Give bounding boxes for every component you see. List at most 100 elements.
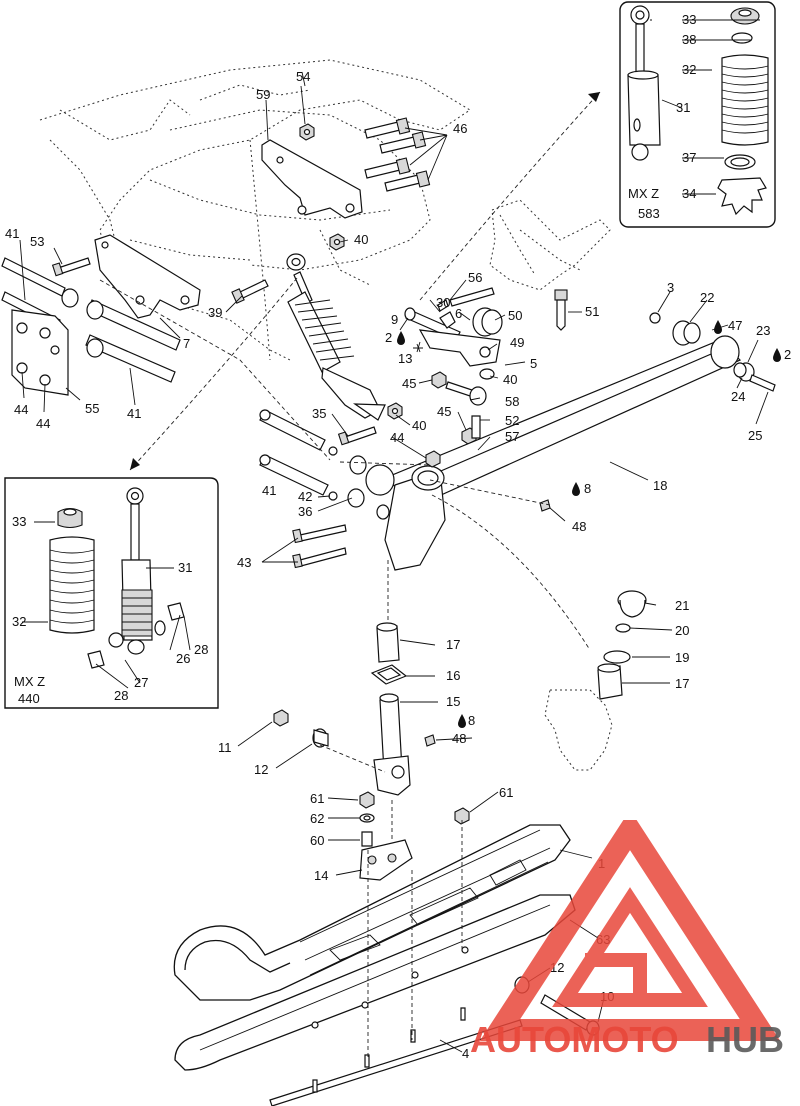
callout-57: 57 xyxy=(505,429,519,444)
a-arm-right-hardware xyxy=(649,312,776,392)
callout-31-inset440: 31 xyxy=(178,560,192,575)
nut-11-washer-12 xyxy=(273,709,329,748)
callout-40-lower: 40 xyxy=(412,418,426,433)
callout-32-inset440: 32 xyxy=(12,614,26,629)
callout-55: 55 xyxy=(85,401,99,416)
frame-bracket xyxy=(261,139,363,219)
callout-13: 13 xyxy=(398,351,412,366)
callout-44-center: 44 xyxy=(390,430,404,445)
callout-61-right: 61 xyxy=(499,785,513,800)
nut-40-upper xyxy=(329,233,345,251)
a-arm xyxy=(347,335,742,571)
callout-50: 50 xyxy=(508,308,522,323)
inset-583-model: MX Z xyxy=(628,186,659,201)
carbide-runner xyxy=(269,1007,523,1106)
ski-mount-hardware xyxy=(359,791,470,847)
drop-icon xyxy=(773,348,781,362)
suspension-bracket xyxy=(94,234,201,319)
spindle-parts xyxy=(370,622,411,796)
spindle-detail xyxy=(544,590,647,771)
callout-53: 53 xyxy=(30,234,44,249)
callout-31-inset583: 31 xyxy=(676,100,690,115)
callout-38-inset583: 38 xyxy=(682,32,696,47)
tubes-41-center xyxy=(259,409,329,496)
callout-25: 25 xyxy=(748,428,762,443)
callout-20: 20 xyxy=(675,623,689,638)
callout-15: 15 xyxy=(446,694,460,709)
callout-24: 24 xyxy=(731,389,745,404)
automotohub-watermark: AUTOMOTO HUB xyxy=(470,820,784,1060)
callout-41-mid: 41 xyxy=(127,406,141,421)
callout-5: 5 xyxy=(530,356,537,371)
callout-36: 36 xyxy=(298,504,312,519)
callout-22: 22 xyxy=(700,290,714,305)
triangle-logo xyxy=(479,820,781,1041)
callout-35: 35 xyxy=(312,406,326,421)
callout-28a-inset440: 28 xyxy=(194,642,208,657)
watermark-text-a: AUTOMOTO xyxy=(470,1019,679,1060)
callout-21: 21 xyxy=(675,598,689,613)
callout-17-right: 17 xyxy=(675,676,689,691)
callout-48-upper: 48 xyxy=(572,519,586,534)
bolt-39 xyxy=(231,279,269,304)
callout-28b-inset440: 28 xyxy=(114,688,128,703)
callout-34-inset583: 34 xyxy=(682,186,696,201)
watermark-text-b: HUB xyxy=(706,1019,784,1060)
bolt-51 xyxy=(554,289,568,331)
callout-48-lower: 48 xyxy=(452,731,466,746)
callout-2-left: 2 xyxy=(385,330,392,345)
nut-54 xyxy=(299,123,315,141)
nut-40-center xyxy=(387,402,403,420)
callout-54: 54 xyxy=(296,69,310,84)
ski-runner xyxy=(174,894,576,1071)
grease-fitting-upper xyxy=(539,499,551,512)
callout-2-right: 2 xyxy=(784,347,791,362)
inset-583: MX Z 583 xyxy=(619,1,776,228)
callout-40-upper: 40 xyxy=(354,232,368,247)
callout-17-center: 17 xyxy=(446,637,460,652)
callout-26-inset440: 26 xyxy=(176,651,190,666)
callout-6: 6 xyxy=(455,306,462,321)
ski-leg xyxy=(359,839,413,881)
callout-45-upper: 45 xyxy=(402,376,416,391)
callout-9: 9 xyxy=(391,312,398,327)
callout-18: 18 xyxy=(653,478,667,493)
frame-bracket-right xyxy=(489,199,611,291)
callout-62: 62 xyxy=(310,811,324,826)
callout-43: 43 xyxy=(237,555,251,570)
bolts-43 xyxy=(292,446,441,569)
grease-fitting-lower xyxy=(424,734,436,747)
callout-33-inset440: 33 xyxy=(12,514,26,529)
drop-icon xyxy=(458,714,466,728)
leader-dashes xyxy=(99,91,601,1060)
callout-3: 3 xyxy=(667,280,674,295)
inset-440-engine: 440 xyxy=(18,691,40,706)
callout-19: 19 xyxy=(675,650,689,665)
callout-45-lower: 45 xyxy=(437,404,451,419)
callout-labels: 54 59 46 40 41 53 39 7 44 44 55 41 56 30… xyxy=(5,12,791,1061)
inset-440-model: MX Z xyxy=(14,674,45,689)
inset-440: MX Z 440 xyxy=(4,477,219,709)
callout-7: 7 xyxy=(183,336,190,351)
chassis-frame xyxy=(39,59,471,361)
ski xyxy=(173,824,571,1001)
callout-4: 4 xyxy=(462,1046,469,1061)
callout-60: 60 xyxy=(310,833,324,848)
bolts-group xyxy=(364,117,431,192)
shock-absorber-center xyxy=(286,253,386,421)
callout-59: 59 xyxy=(256,87,270,102)
drop-icon xyxy=(714,320,722,334)
inset-583-engine: 583 xyxy=(638,206,660,221)
callout-49: 49 xyxy=(510,335,524,350)
callout-56: 56 xyxy=(468,270,482,285)
callout-37-inset583: 37 xyxy=(682,150,696,165)
callout-27-inset440: 27 xyxy=(134,675,148,690)
callout-leaders xyxy=(19,19,769,1053)
callout-47: 47 xyxy=(728,318,742,333)
callout-44a: 44 xyxy=(14,402,28,417)
callout-61-left: 61 xyxy=(310,791,324,806)
callout-8-lower: 8 xyxy=(468,713,475,728)
callout-41-center: 41 xyxy=(262,483,276,498)
lubricant-drop-icons xyxy=(397,320,781,728)
callout-46: 46 xyxy=(453,121,467,136)
